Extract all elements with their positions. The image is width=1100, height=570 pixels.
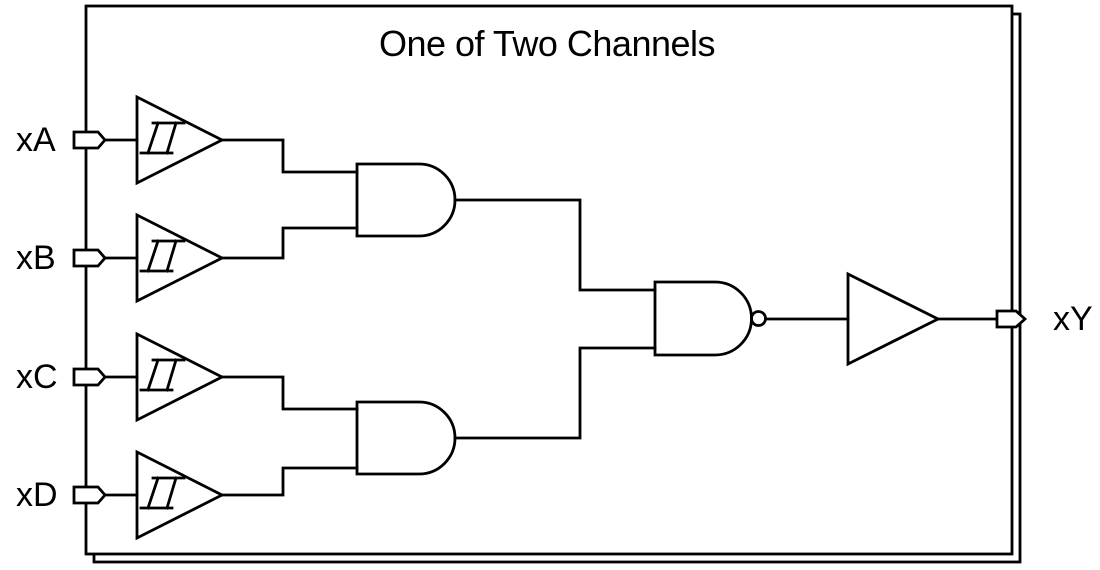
wire-xb-to-and1 [220, 226, 359, 260]
input-label-xc: xC [16, 358, 58, 396]
wire-and1-to-nand [453, 198, 657, 292]
wire-xa-to-and1 [220, 138, 359, 174]
input-label-xa: xA [16, 121, 56, 159]
input-label-xb: xB [16, 239, 56, 277]
output-buffer-icon [846, 271, 942, 367]
input-pin-xa [72, 130, 107, 150]
wire-and2-to-nand [453, 346, 657, 440]
diagram-title: One of Two Channels [379, 23, 715, 64]
output-pin-xy [995, 309, 1027, 329]
wire-xd-to-and2 [220, 466, 359, 497]
output-label-xy: xY [1053, 300, 1093, 338]
input-label-xd: xD [16, 476, 58, 514]
input-pin-xb [72, 248, 107, 268]
input-pin-xc [72, 367, 107, 387]
input-pin-xd [72, 485, 107, 505]
wire-xc-to-and2 [220, 375, 359, 411]
channel-box [84, 4, 1014, 556]
